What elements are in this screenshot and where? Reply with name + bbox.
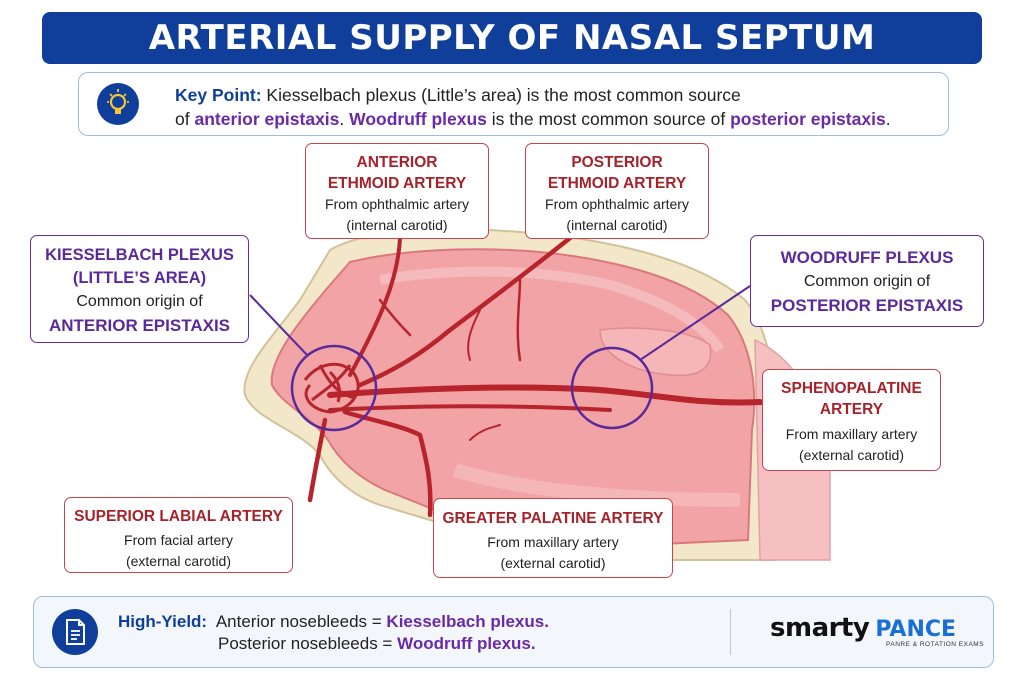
brand-smarty: smarty: [770, 613, 870, 643]
superior-labial-label: SUPERIOR LABIAL ARTERY From facial arter…: [64, 497, 293, 573]
superior-labial-source: From facial artery: [124, 532, 233, 548]
document-icon: [52, 609, 98, 655]
divider: [730, 609, 731, 655]
kiesselbach-title-1: KIESSELBACH PLEXUS: [45, 246, 234, 264]
nasopalatine-branch: [328, 404, 612, 412]
sphenopalatine-source: From maxillary artery: [785, 426, 918, 442]
kiesselbach-circle: [290, 344, 378, 432]
kiesselbach-anterior-epistaxis: ANTERIOR EPISTAXIS: [48, 316, 231, 335]
greater-palatine-title: GREATER PALATINE ARTERY: [442, 510, 664, 527]
high-yield-kiesselbach: Kiesselbach plexus.: [386, 612, 549, 631]
sphenopalatine-label: SPHENOPALATINE ARTERY From maxillary art…: [762, 369, 941, 471]
posterior-ethmoid-title-1: POSTERIOR: [571, 154, 663, 171]
sphenopalatine-title-2: ARTERY: [819, 401, 884, 418]
high-yield-text: High-Yield: Anterior nosebleeds = Kiesse…: [118, 611, 549, 655]
key-text-2: of: [175, 109, 190, 129]
key-point-label: Key Point:: [175, 85, 262, 105]
anterior-ethmoid-artery-path: [348, 236, 402, 377]
posterior-ethmoid-title-2: ETHMOID ARTERY: [547, 175, 687, 192]
greater-palatine-carotid: (external carotid): [500, 555, 606, 571]
anterior-ethmoid-title-1: ANTERIOR: [356, 154, 438, 171]
page-title: ARTERIAL SUPPLY OF NASAL SEPTUM: [42, 12, 982, 64]
posterior-ethmoid-artery-path: [357, 235, 573, 388]
anterior-ethmoid-title-2: ETHMOID ARTERY: [327, 175, 467, 192]
brand-pance: PANCE: [875, 617, 957, 642]
high-yield-posterior: Posterior nosebleeds =: [218, 634, 393, 653]
posterior-ethmoid-source: From ophthalmic artery: [545, 196, 689, 212]
key-woodruff: Woodruff plexus: [349, 109, 487, 129]
key-point-box: Key Point: Kiesselbach plexus (Little’s …: [78, 72, 949, 136]
anterior-ethmoid-label: ANTERIOR ETHMOID ARTERY From ophthalmic …: [305, 143, 489, 239]
posterior-ethmoid-carotid: (internal carotid): [566, 217, 668, 233]
lightbulb-icon: [97, 83, 139, 125]
anterior-ethmoid-carotid: (internal carotid): [346, 217, 448, 233]
woodruff-label: WOODRUFF PLEXUS Common origin of POSTERI…: [750, 235, 984, 327]
key-point-text: Key Point: Kiesselbach plexus (Little’s …: [175, 83, 891, 131]
high-yield-box: High-Yield: Anterior nosebleeds = Kiesse…: [33, 596, 994, 668]
key-text-6: is the most common source of: [491, 109, 726, 129]
sphenopalatine-title-1: SPHENOPALATINE: [781, 380, 922, 397]
woodruff-title: WOODRUFF PLEXUS: [780, 248, 954, 267]
woodruff-posterior-epistaxis: POSTERIOR EPISTAXIS: [770, 296, 964, 315]
greater-palatine-label: GREATER PALATINE ARTERY From maxillary a…: [433, 498, 673, 578]
key-period-2: .: [885, 109, 891, 129]
high-yield-label: High-Yield:: [118, 612, 208, 631]
title-text: ARTERIAL SUPPLY OF NASAL SEPTUM: [148, 18, 876, 58]
greater-palatine-source: From maxillary artery: [487, 534, 619, 550]
key-text-1: Kiesselbach plexus (Little’s area) is th…: [266, 85, 741, 105]
kiesselbach-desc: Common origin of: [76, 293, 203, 310]
brand-tagline: PANRE & ROTATION EXAMS: [886, 641, 985, 648]
woodruff-circle: [570, 346, 654, 430]
key-anterior-epistaxis: anterior epistaxis: [194, 109, 340, 129]
sphenopalatine-carotid: (external carotid): [798, 447, 905, 463]
anterior-ethmoid-source: From ophthalmic artery: [325, 196, 469, 212]
kiesselbach-label: KIESSELBACH PLEXUS (LITTLE’S AREA) Commo…: [30, 235, 249, 343]
superior-labial-title: SUPERIOR LABIAL ARTERY: [74, 508, 283, 525]
key-posterior-epistaxis: posterior epistaxis: [730, 109, 886, 129]
kiesselbach-title-2: (LITTLE’S AREA): [72, 269, 207, 287]
high-yield-woodruff: Woodruff plexus.: [397, 634, 536, 653]
high-yield-anterior: Anterior nosebleeds =: [215, 612, 382, 631]
superior-labial-carotid: (external carotid): [125, 553, 232, 569]
greater-palatine-artery-path: [342, 409, 433, 518]
posterior-ethmoid-label: POSTERIOR ETHMOID ARTERY From ophthalmic…: [525, 143, 709, 239]
key-period-1: .: [339, 109, 345, 129]
sphenopalatine-artery-path: [327, 384, 763, 406]
woodruff-desc: Common origin of: [803, 273, 931, 290]
